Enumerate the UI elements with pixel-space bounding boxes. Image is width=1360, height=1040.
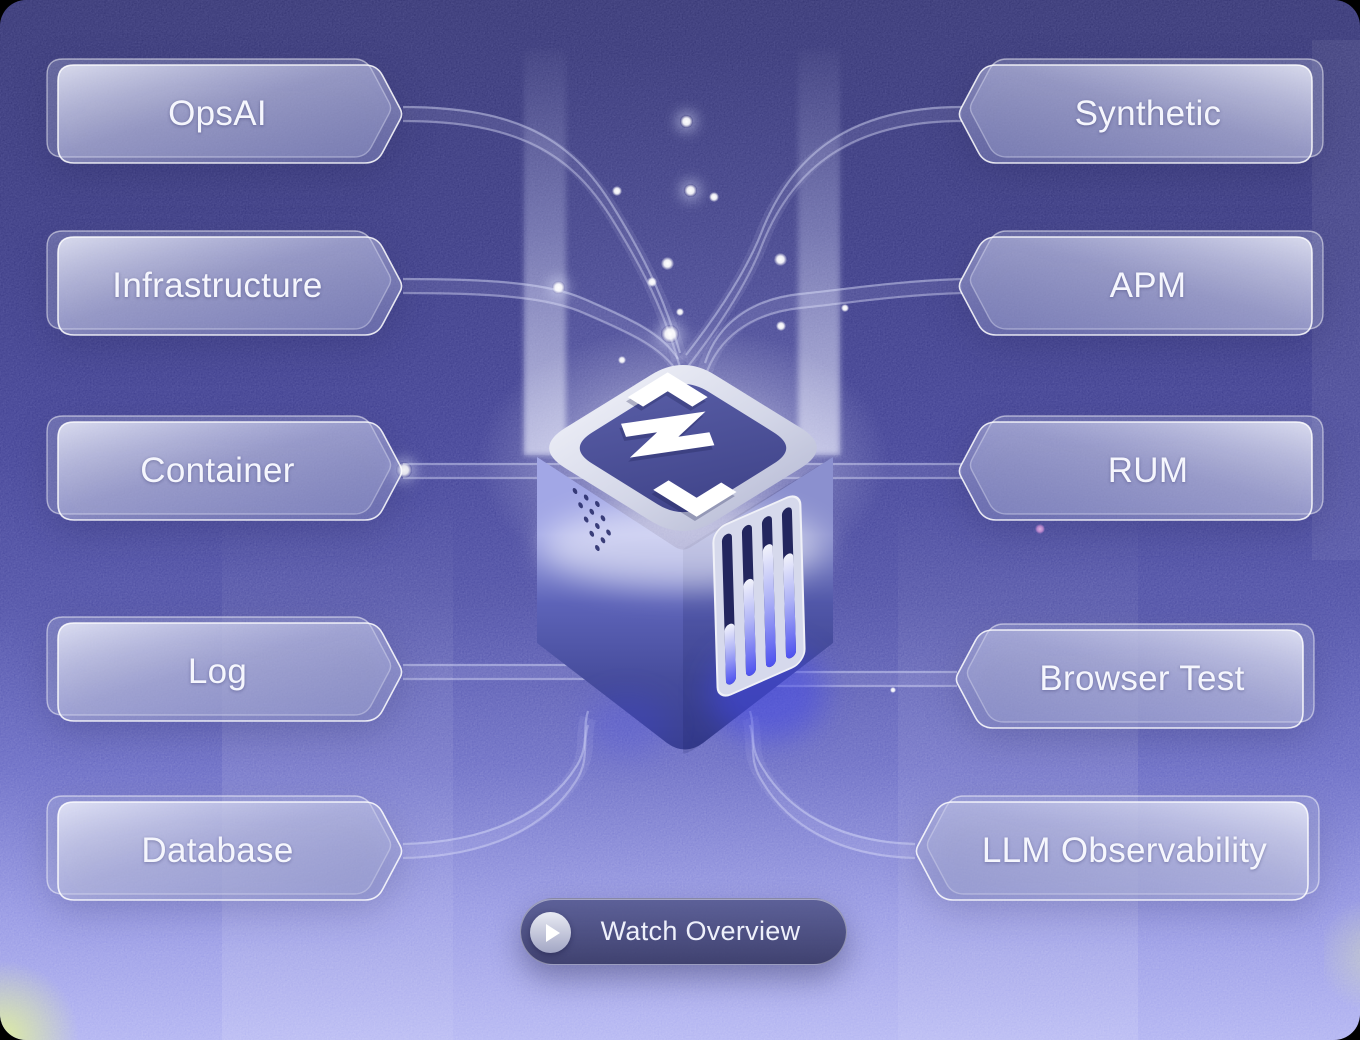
capability-box-container[interactable]: Container xyxy=(46,415,403,521)
capability-box-opsai[interactable]: OpsAI xyxy=(46,58,403,164)
capability-box-log[interactable]: Log xyxy=(46,616,403,722)
capability-label: Browser Test xyxy=(1039,659,1245,698)
watch-overview-button[interactable]: Watch Overview xyxy=(520,898,847,965)
capability-label: APM xyxy=(1109,266,1187,305)
box-face xyxy=(57,236,403,336)
capability-box-synthetic[interactable]: Synthetic xyxy=(958,58,1324,164)
capability-box-rum[interactable]: RUM xyxy=(958,415,1324,521)
box-face xyxy=(57,801,403,901)
capability-label: LLM Observability xyxy=(981,831,1268,870)
cube-bottom-blue-glow xyxy=(585,695,669,755)
capability-box-shape xyxy=(46,415,403,521)
box-face xyxy=(958,421,1313,521)
capability-box-browser-test[interactable]: Browser Test xyxy=(955,623,1315,729)
capability-label: Database xyxy=(141,831,294,870)
capability-box-shape xyxy=(915,795,1320,901)
connector-line xyxy=(742,715,916,859)
box-face xyxy=(958,64,1313,164)
middleware-cube-logo xyxy=(537,365,833,755)
capability-label: RUM xyxy=(1107,451,1189,490)
connector-line xyxy=(402,710,590,846)
box-face xyxy=(958,236,1313,336)
capability-label: Log xyxy=(187,652,248,691)
capability-box-shape xyxy=(46,58,403,164)
box-face xyxy=(955,629,1304,729)
capability-box-shape xyxy=(46,230,403,336)
capability-box-apm[interactable]: APM xyxy=(958,230,1324,336)
capability-label: Synthetic xyxy=(1074,94,1222,133)
metric-bar xyxy=(783,553,796,659)
metric-bar xyxy=(762,544,776,668)
metric-bar xyxy=(724,623,736,685)
metrics-bars-panel xyxy=(712,495,806,697)
capability-box-shape xyxy=(958,415,1324,521)
vent-dots xyxy=(572,487,611,552)
connector-line xyxy=(402,715,596,859)
capability-box-shape xyxy=(958,230,1324,336)
box-face xyxy=(57,622,403,722)
capability-box-database[interactable]: Database xyxy=(46,795,403,901)
capability-box-llm-observability[interactable]: LLM Observability xyxy=(915,795,1320,901)
box-face xyxy=(57,421,403,521)
capability-label: Infrastructure xyxy=(112,266,323,305)
middleware-logo-icon xyxy=(619,372,737,521)
play-icon xyxy=(530,912,571,953)
connector-line xyxy=(748,724,916,860)
box-face xyxy=(57,64,403,164)
capability-label: Container xyxy=(140,451,295,490)
capability-label: OpsAI xyxy=(168,94,267,133)
capability-box-shape xyxy=(46,795,403,901)
metric-bar xyxy=(743,578,756,676)
capability-box-shape xyxy=(955,623,1315,729)
box-face xyxy=(915,801,1309,901)
play-triangle-icon xyxy=(545,923,560,942)
cta-label: Watch Overview xyxy=(600,916,801,946)
capability-box-infrastructure[interactable]: Infrastructure xyxy=(46,230,403,336)
capability-box-shape xyxy=(958,58,1324,164)
connector-line xyxy=(402,724,590,860)
capability-box-shape xyxy=(46,616,403,722)
